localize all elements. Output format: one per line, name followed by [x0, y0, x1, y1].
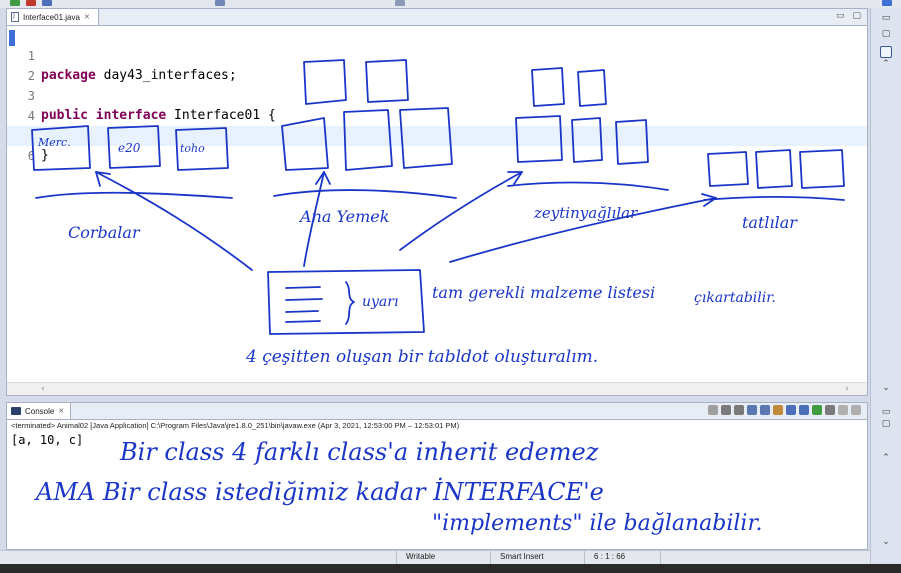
- code-line[interactable]: 4: [7, 86, 867, 123]
- code-rest: day43_interfaces;: [95, 68, 237, 83]
- word-wrap-icon[interactable]: [760, 405, 770, 415]
- scroll-lock-icon[interactable]: [747, 405, 757, 415]
- maximize-icon[interactable]: ▢: [852, 11, 861, 21]
- line-number: 2: [27, 69, 35, 83]
- main-toolbar: [0, 0, 901, 8]
- toolbar-perspective-icon[interactable]: [882, 0, 892, 6]
- view-menu-icon[interactable]: [825, 405, 835, 415]
- maximize-icon[interactable]: ▢: [881, 419, 891, 429]
- terminate-icon[interactable]: [708, 405, 718, 415]
- editor-pane: Interface01.java ✕ ▭ ▢ 1 package day43_i…: [6, 8, 868, 396]
- status-bar: Writable Smart Insert 6 : 1 : 66: [0, 550, 870, 565]
- toolbar-save-icon[interactable]: [42, 0, 52, 6]
- line-number: 4: [27, 109, 35, 123]
- status-cursor-position: 6 : 1 : 66: [594, 552, 626, 561]
- toolbar-run-icon[interactable]: [10, 0, 20, 6]
- maximize-icon[interactable]: ▢: [881, 29, 891, 39]
- tab-console[interactable]: Console ✕: [7, 403, 71, 419]
- code-line[interactable]: 1 package day43_interfaces;: [7, 26, 867, 83]
- maximize-icon[interactable]: [851, 405, 861, 415]
- toolbar-debug-icon[interactable]: [26, 0, 36, 6]
- scroll-left-icon[interactable]: ‹: [41, 384, 45, 394]
- line-number: 6: [27, 149, 35, 163]
- remove-launch-icon[interactable]: [721, 405, 731, 415]
- bookmark-marker: [9, 30, 15, 46]
- code-text: public interface Interface01 {: [41, 106, 276, 126]
- minimize-icon[interactable]: ▭: [881, 13, 891, 23]
- line-number: 1: [27, 49, 35, 63]
- minimize-icon[interactable]: ▭: [835, 11, 845, 21]
- close-icon[interactable]: ✕: [58, 407, 65, 415]
- toolbar-nav-icon[interactable]: [395, 0, 405, 6]
- outline-view-icon[interactable]: [880, 46, 892, 58]
- code-text: package day43_interfaces;: [41, 66, 237, 86]
- status-separator: [660, 551, 661, 565]
- open-console-icon[interactable]: [812, 405, 822, 415]
- minimize-icon[interactable]: ▭: [881, 407, 891, 417]
- pin-console-icon[interactable]: [773, 405, 783, 415]
- code-line-current[interactable]: 6: [7, 126, 867, 163]
- status-separator: [396, 551, 397, 565]
- display-console-icon[interactable]: [786, 405, 796, 415]
- taskbar-strip: [0, 564, 901, 573]
- toolbar-search-icon[interactable]: [215, 0, 225, 6]
- code-rest: Interface01 {: [166, 108, 276, 123]
- keyword: package: [41, 68, 96, 83]
- remove-all-icon[interactable]: [734, 405, 744, 415]
- scroll-down-icon[interactable]: ⌄: [882, 383, 890, 393]
- console-terminated-label: <terminated> Animal02 [Java Application]…: [11, 421, 460, 430]
- editor-tab-bar: Interface01.java ✕ ▭ ▢: [7, 9, 867, 26]
- console-tab-label: Console: [25, 406, 55, 416]
- right-trim-bar: ▭ ▢ ⌃ ⌄ ▭ ▢ ⌃ ⌄: [870, 8, 901, 563]
- scroll-down-icon[interactable]: ⌄: [882, 537, 890, 547]
- code-line[interactable]: 3 public interface Interface01 {: [7, 66, 867, 123]
- status-insert-mode[interactable]: Smart Insert: [500, 552, 544, 561]
- console-tab-bar: Console ✕: [7, 403, 867, 420]
- java-file-icon: [11, 11, 19, 22]
- console-icon: [11, 407, 21, 415]
- scroll-right-icon[interactable]: ›: [845, 384, 849, 394]
- status-separator: [490, 551, 491, 565]
- editor-window-controls: ▭ ▢: [836, 11, 861, 21]
- line-number: 3: [27, 89, 35, 103]
- status-separator: [584, 551, 585, 565]
- minimize-icon[interactable]: [838, 405, 848, 415]
- display-selected-icon[interactable]: [799, 405, 809, 415]
- scroll-up-icon[interactable]: ⌃: [882, 453, 890, 463]
- code-area[interactable]: 1 package day43_interfaces; 2 3 public i…: [7, 26, 867, 386]
- scroll-up-icon[interactable]: ⌃: [882, 59, 890, 69]
- console-pane: Console ✕ <terminated> Animal02 [Java Ap…: [6, 402, 868, 550]
- editor-tab-label: Interface01.java: [23, 12, 80, 22]
- code-line[interactable]: 2: [7, 46, 867, 83]
- keyword: public interface: [41, 108, 167, 123]
- console-output[interactable]: [a, 10, c]: [11, 433, 84, 447]
- editor-tab-interface01[interactable]: Interface01.java ✕: [7, 9, 99, 25]
- console-toolbar: [708, 405, 861, 415]
- close-icon[interactable]: ✕: [83, 13, 90, 21]
- status-writable: Writable: [406, 552, 436, 561]
- editor-horizontal-scrollbar[interactable]: ‹ ›: [7, 382, 867, 395]
- code-line[interactable]: 5 }: [7, 106, 867, 163]
